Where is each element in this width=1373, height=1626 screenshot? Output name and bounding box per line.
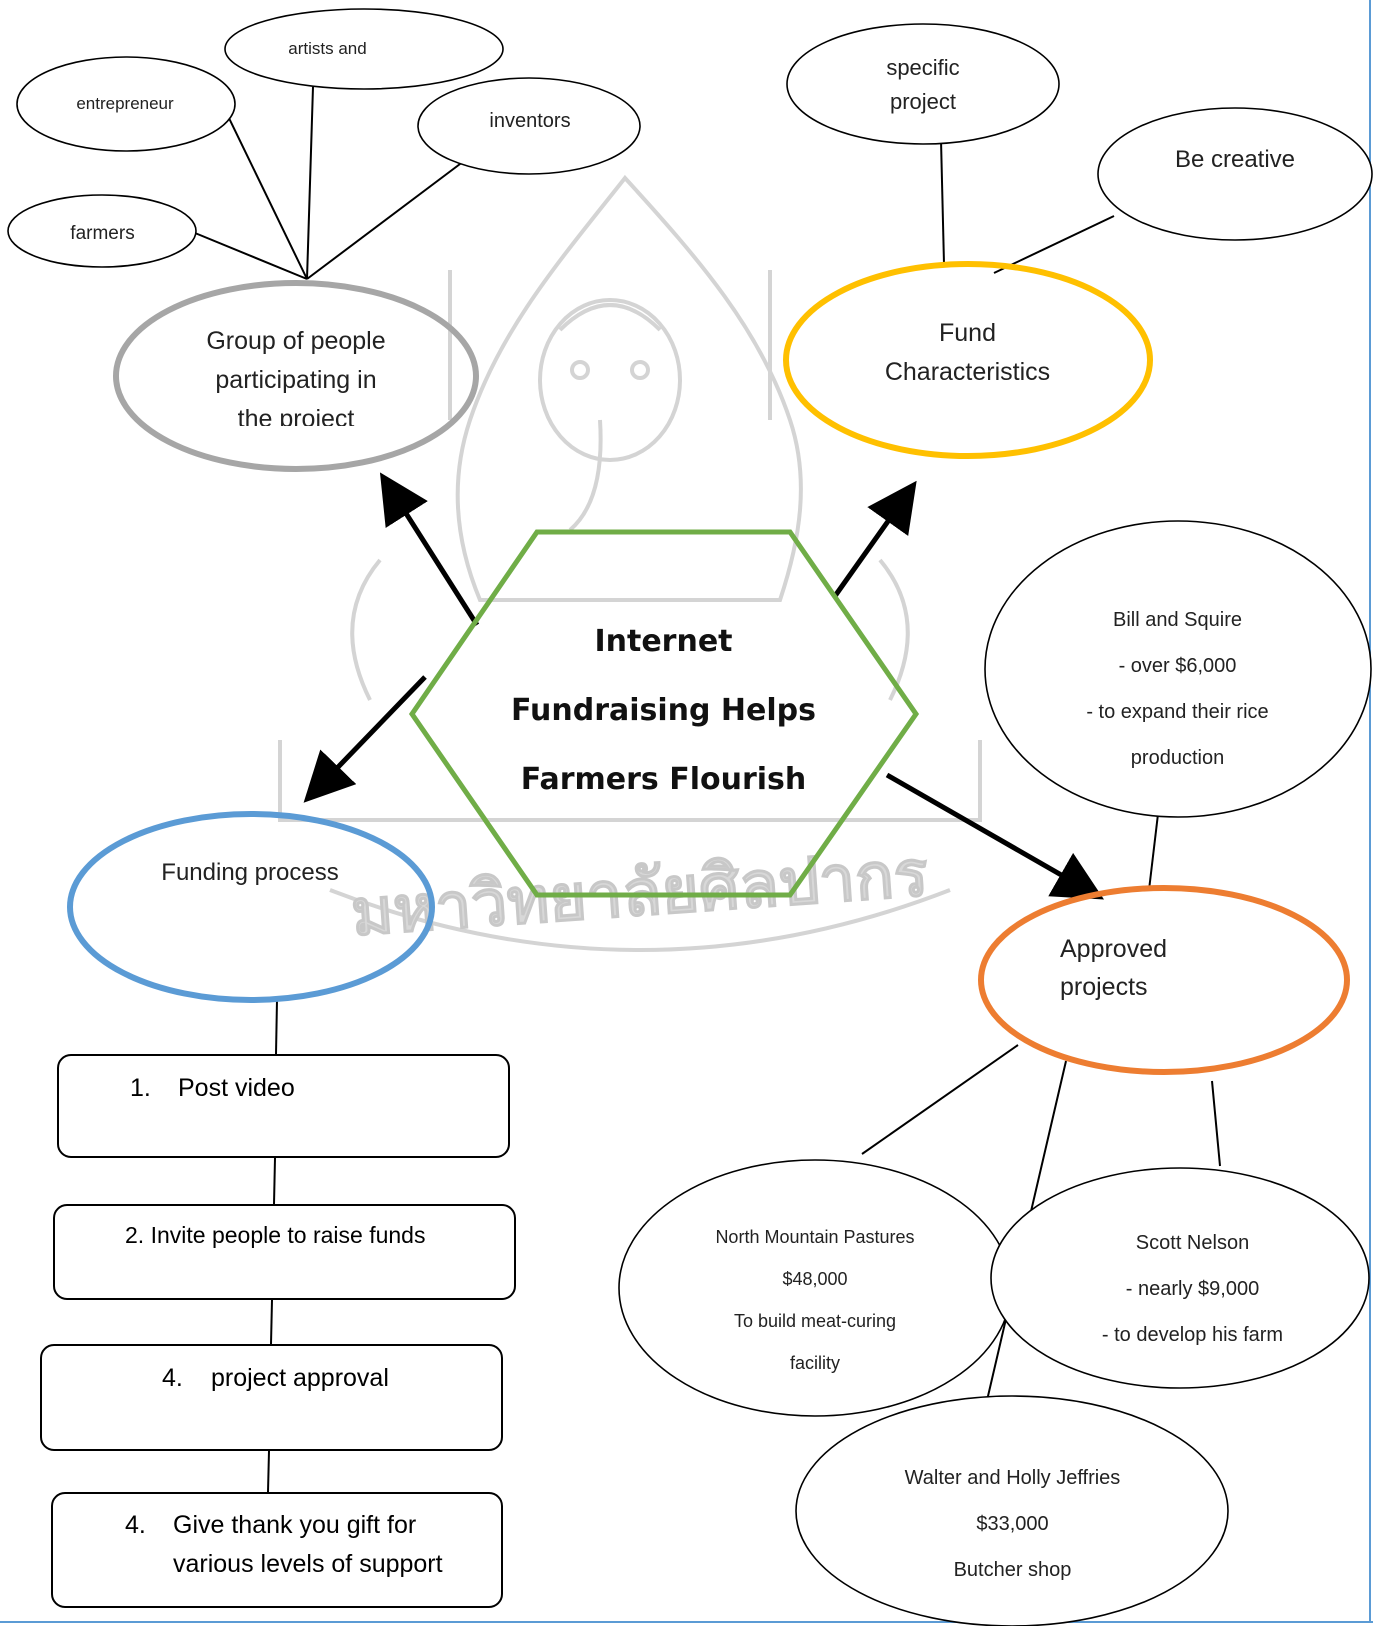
ellipse-funding-process: [67, 811, 435, 1003]
ellipse-bill-squire: [984, 520, 1372, 818]
center-hexagon: [408, 529, 920, 898]
arrow-to-process: [303, 675, 427, 803]
center-title-line-3: Farmers Flourish: [520, 762, 807, 797]
process-step-3: 4. project approval: [162, 1359, 389, 1398]
ellipse-walter-holly: [795, 1395, 1229, 1626]
connector-bill-squire: [1148, 813, 1159, 891]
ellipse-fund-characteristics: [783, 261, 1153, 459]
project-north-mountain-line-3: To build meat-curing: [733, 1311, 897, 1331]
ellipse-be-creative: [1097, 107, 1373, 241]
process-step-4: 4. Give thank you gift for various levels…: [125, 1506, 443, 1584]
project-bill-squire: Bill and Squire - over $6,000 - to expan…: [1040, 597, 1315, 781]
ellipse-entrepreneur: [16, 56, 236, 152]
label-specific-project-line-2: project: [889, 89, 957, 114]
process-step-2-box: [53, 1204, 516, 1300]
center-title: Internet Fundraising Helps Farmers Flour…: [460, 607, 867, 814]
connector-scott-nelson: [1211, 1080, 1221, 1167]
arrow-to-fund: [832, 480, 917, 598]
connector-step1-step2: [273, 1157, 276, 1205]
center-title-line-1: Internet: [594, 624, 733, 659]
connector-step3-step4: [267, 1450, 270, 1493]
process-step-1-box: [57, 1054, 510, 1158]
process-step-4-text: Give thank you gift for: [173, 1511, 417, 1539]
project-bill-squire-line-4: production: [1130, 747, 1225, 769]
project-scott-nelson-line-3: - to develop his farm: [1101, 1324, 1284, 1346]
connector-farmers: [194, 232, 308, 280]
ellipse-scott-nelson: [990, 1167, 1370, 1389]
project-walter-holly-line-3: Butcher shop: [953, 1559, 1072, 1581]
connector-be-creative: [993, 215, 1115, 274]
process-step-2: 2. Invite people to raise funds: [125, 1218, 425, 1254]
process-step-4-number: 4.: [125, 1511, 146, 1539]
project-walter-holly-line-1: Walter and Holly Jeffries: [904, 1467, 1121, 1489]
watermark-seal: [278, 174, 982, 952]
arrow-to-approved: [885, 772, 1105, 900]
participants-title: Group of people participating in the pro…: [146, 322, 446, 426]
process-step-1-text: Post video: [178, 1074, 295, 1102]
process-step-4-text-line-2: various levels of support: [173, 1549, 443, 1578]
ellipse-farmers: [7, 194, 197, 268]
label-be-creative: Be creative: [1174, 146, 1296, 173]
label-artists: artists and: [288, 39, 367, 58]
project-bill-squire-line-3: - to expand their rice: [1086, 701, 1269, 723]
arrows: [303, 472, 1105, 900]
approved-title-line-2: projects: [1060, 973, 1148, 1001]
process-step-3-box: [40, 1344, 503, 1451]
label-specific-project: specific project: [843, 51, 1003, 119]
project-north-mountain-line-2: $48,000: [782, 1269, 848, 1289]
project-bill-squire-line-2: - over $6,000: [1118, 655, 1237, 677]
process-step-1-number: 1.: [130, 1074, 151, 1102]
label-specific-project-line-1: specific: [886, 55, 960, 80]
center-title-line-2: Fundraising Helps: [511, 693, 816, 728]
label-entrepreneur: entrepreneur: [76, 94, 174, 113]
project-north-mountain-line-1: North Mountain Pastures: [715, 1227, 915, 1247]
connector-specific-project: [940, 139, 945, 265]
ellipse-artists: [224, 8, 504, 90]
fund-title: Fund Characteristics: [845, 314, 1090, 392]
label-inventors: inventors: [489, 110, 571, 132]
approved-title: Approved projects: [1060, 930, 1167, 1006]
ellipse-specific-project: [786, 23, 1060, 145]
process-step-4-box: [51, 1492, 503, 1608]
project-north-mountain: North Mountain Pastures $48,000 To build…: [680, 1216, 950, 1384]
project-scott-nelson-line-2: - nearly $9,000: [1125, 1278, 1260, 1300]
project-scott-nelson-line-1: Scott Nelson: [1135, 1232, 1250, 1254]
process-step-2-number: 2.: [125, 1222, 145, 1248]
process-step-2-text: Invite people to raise funds: [150, 1222, 426, 1248]
process-step-3-text: project approval: [211, 1364, 389, 1392]
project-north-mountain-line-4: facility: [789, 1353, 840, 1373]
connector-inventors: [306, 160, 465, 280]
process-title: Funding process: [161, 859, 339, 886]
participants-title-line-2: participating in: [215, 366, 377, 394]
connector-north-mountain: [861, 1044, 1019, 1155]
connector-entrepreneur: [226, 113, 308, 280]
process-step-1: 1. Post video: [130, 1069, 295, 1108]
ellipse-approved-projects: [978, 885, 1350, 1075]
connector-artists: [306, 86, 314, 280]
label-farmers: farmers: [70, 223, 135, 244]
arrow-to-participants: [379, 472, 480, 627]
ellipse-inventors: [417, 77, 641, 175]
fund-title-line-2: Characteristics: [884, 358, 1051, 386]
connector-step2-step3: [270, 1299, 273, 1345]
project-walter-holly: Walter and Holly Jeffries $33,000 Butche…: [870, 1455, 1155, 1593]
participants-title-line-1: Group of people: [206, 327, 386, 355]
fund-title-line-1: Fund: [939, 319, 996, 347]
participants-title-line-3: the project: [237, 405, 355, 426]
process-step-3-number: 4.: [162, 1364, 183, 1392]
project-bill-squire-line-1: Bill and Squire: [1113, 609, 1242, 631]
connector-process-step1: [275, 999, 278, 1055]
project-walter-holly-line-2: $33,000: [976, 1513, 1049, 1535]
ellipse-participants: [113, 280, 479, 472]
approved-title-line-1: Approved: [1060, 935, 1168, 963]
project-scott-nelson: Scott Nelson - nearly $9,000 - to develo…: [1060, 1220, 1325, 1358]
